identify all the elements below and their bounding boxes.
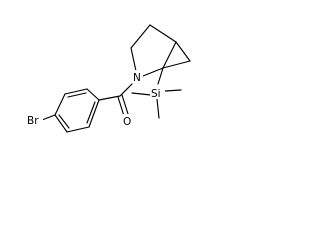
ring-bond: [54, 93, 66, 116]
atom-br: Br: [26, 113, 43, 127]
atom-label-br: Br: [27, 115, 39, 127]
si-methyl-bond: [164, 89, 182, 92]
atom-n: N: [132, 70, 143, 84]
n-c1-bond: [142, 67, 164, 77]
c-br-bond: [41, 114, 56, 121]
c5-c6-bond: [175, 41, 191, 62]
ring-double-bond: [58, 114, 70, 129]
ch2-ch-bond: [149, 24, 177, 43]
atom-si: Si: [150, 86, 165, 100]
atom-o: O: [122, 114, 133, 128]
carbonyl-n-bond: [119, 83, 133, 97]
ring-bond: [88, 99, 100, 128]
ring-bond: [54, 114, 68, 133]
ring-bond: [66, 126, 90, 133]
ch2-ch2-bond: [130, 24, 151, 49]
c1-si-bond: [157, 67, 164, 85]
carbonyl-double-bond: [121, 94, 129, 115]
structure-diagram: Br O N Si: [0, 0, 214, 153]
benzene-ring: [54, 88, 100, 133]
n-ch2-bond: [130, 47, 137, 72]
c1-c6-bond: [162, 60, 191, 69]
si-methyl-bond: [131, 92, 152, 96]
ring-bond: [64, 88, 88, 95]
ring-double-bond: [86, 101, 96, 124]
atom-label-o: O: [123, 116, 131, 128]
carbonyl-double-bond: [117, 96, 125, 117]
ring-carbonyl-bond: [98, 95, 121, 101]
c5-c1-bond: [162, 41, 177, 69]
si-methyl-bond: [156, 98, 160, 119]
atom-label-n: N: [133, 72, 141, 84]
ring-bond: [86, 88, 100, 101]
molecule-svg: Br O N Si: [26, 24, 191, 133]
atom-label-si: Si: [151, 88, 161, 100]
ring-double-bond: [67, 92, 87, 98]
